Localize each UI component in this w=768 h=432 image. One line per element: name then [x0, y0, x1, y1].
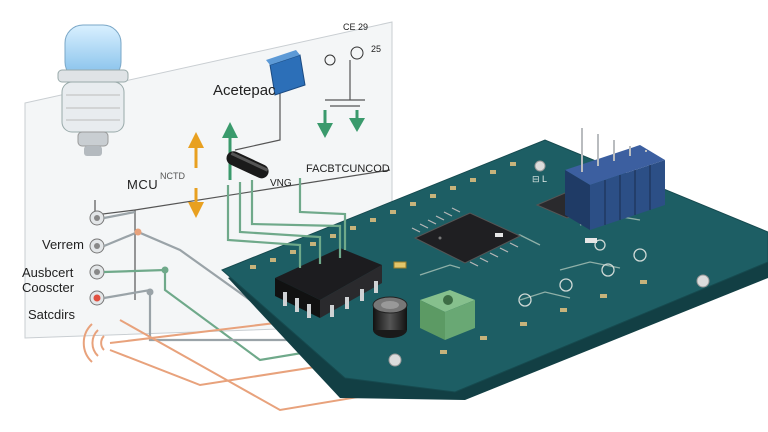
label-mcu: MCU	[127, 177, 159, 192]
label-acetrac: Acetерac	[213, 82, 276, 99]
label-ce: CE 29	[343, 22, 369, 32]
wireless-icon	[82, 323, 105, 363]
label-25: 25	[371, 44, 382, 54]
label-facb: FACBTCUNCOD	[306, 163, 390, 175]
crystal	[393, 261, 407, 269]
terminal-block	[420, 290, 475, 340]
dip-chip	[275, 248, 382, 318]
jumper-wires	[226, 178, 347, 268]
microcontroller-chip	[411, 207, 522, 267]
relay-icon	[266, 50, 306, 96]
label-satcdirs: Satcdirs	[28, 307, 75, 322]
led-bulb-icon	[57, 24, 129, 156]
pin-header	[565, 128, 665, 230]
inductor-icon	[226, 151, 269, 179]
smd-resistor	[585, 238, 597, 243]
ground-symbol-icon	[317, 46, 365, 138]
test-pads	[518, 239, 647, 307]
smd-led	[495, 233, 503, 237]
arrow-up-down-icon	[188, 122, 238, 218]
label-coocter: Cooscter	[22, 280, 75, 295]
label-verrem: Verrem	[42, 237, 84, 252]
label-vng: VNG	[270, 178, 292, 189]
capacitor-icon	[372, 296, 408, 338]
label-ausbcert: Ausbcert	[22, 265, 74, 280]
label-pcb-mark: ⊟ L	[532, 174, 548, 184]
label-ncd: NCTD	[160, 171, 185, 181]
